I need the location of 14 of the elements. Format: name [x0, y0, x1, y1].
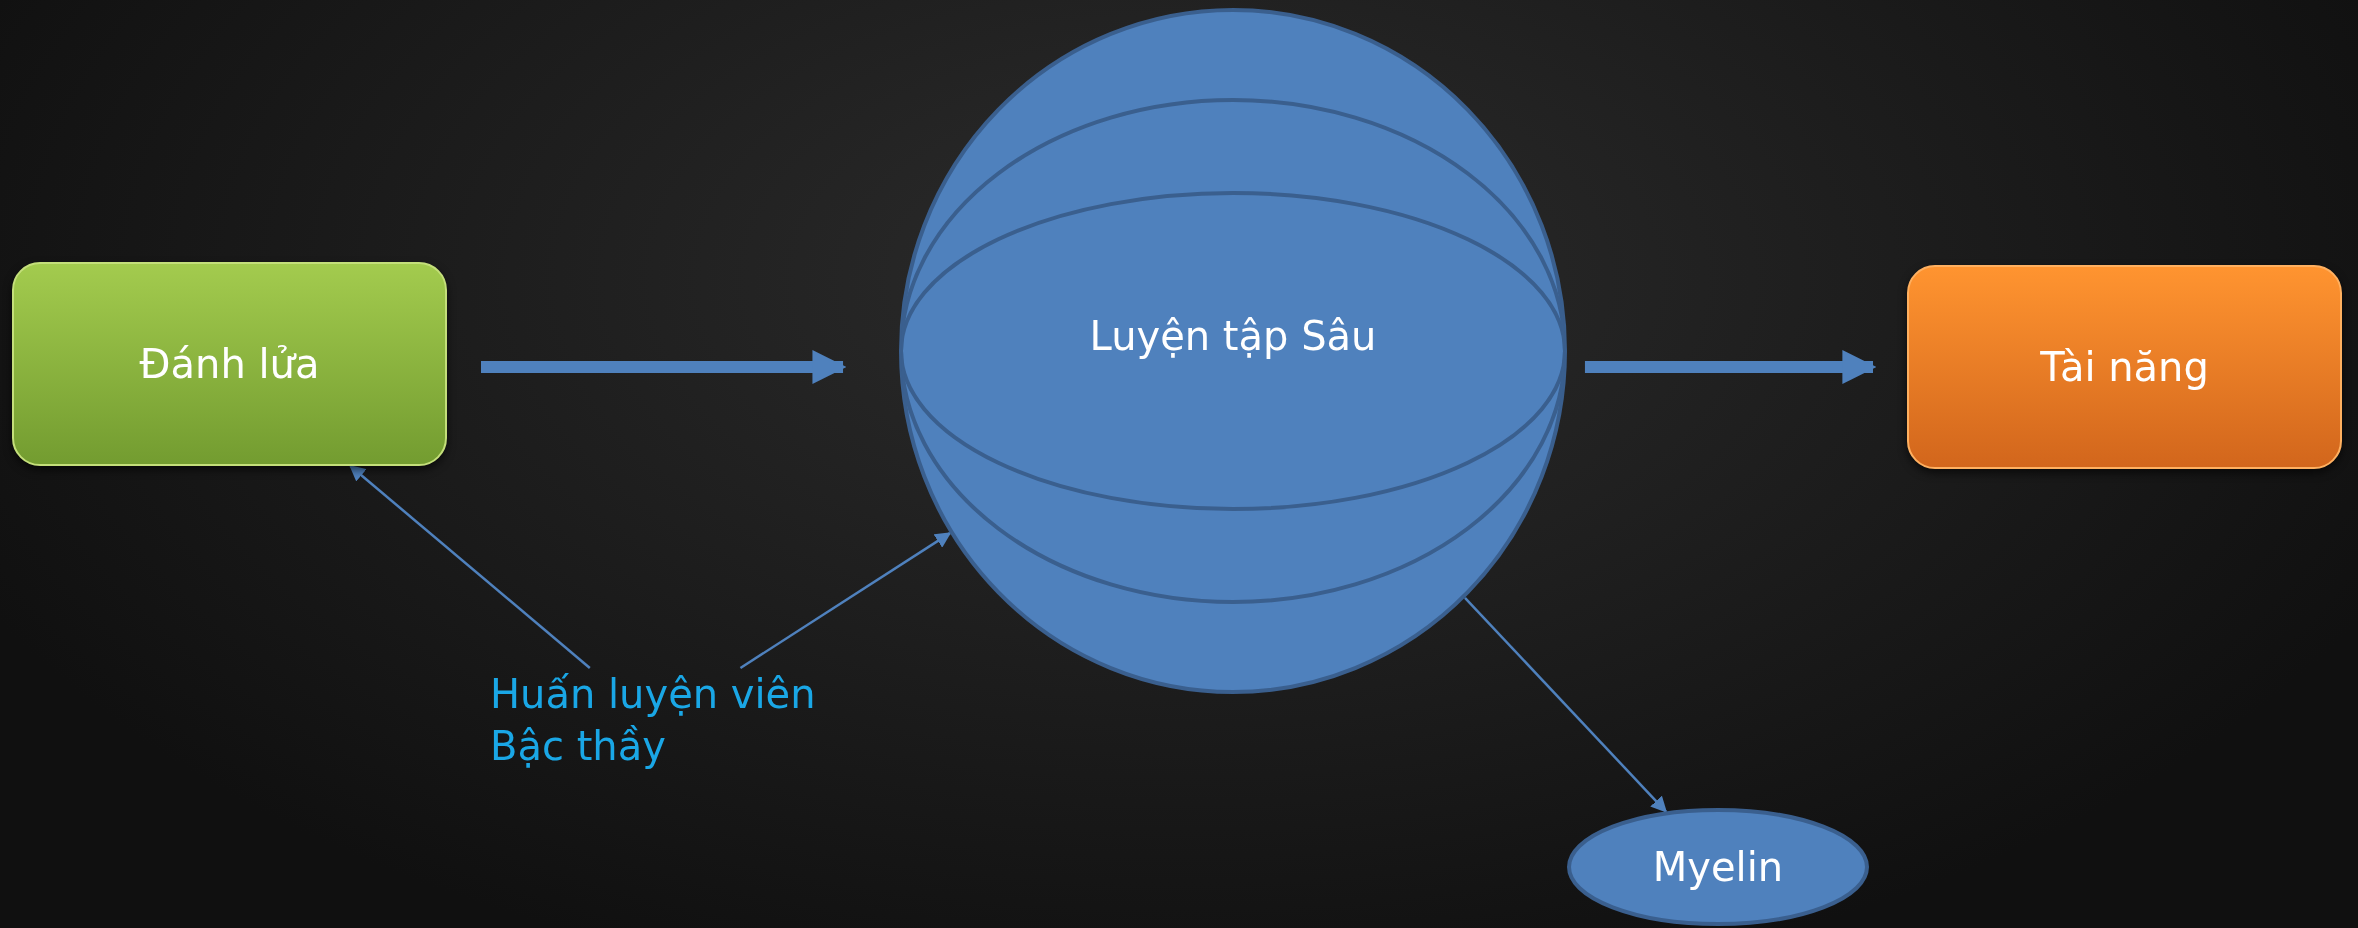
ellipse-shape — [1567, 808, 1869, 926]
node-label: Tài năng — [2040, 343, 2209, 391]
node-label: Luyện tập Sâu — [1089, 312, 1377, 360]
node-label: Myelin — [1652, 843, 1784, 891]
process-box — [1907, 265, 2342, 469]
arrow — [1464, 596, 1668, 813]
arrow — [349, 464, 591, 669]
block-arrow — [481, 350, 847, 384]
block-arrow — [1584, 350, 1877, 384]
node-label: Đánh lửa — [139, 340, 320, 388]
annotation-text: Huấn luyện viên Bậc thầy — [490, 670, 817, 771]
process-box — [12, 262, 447, 466]
arrow — [739, 532, 952, 670]
sphere-shape — [899, 8, 1567, 694]
